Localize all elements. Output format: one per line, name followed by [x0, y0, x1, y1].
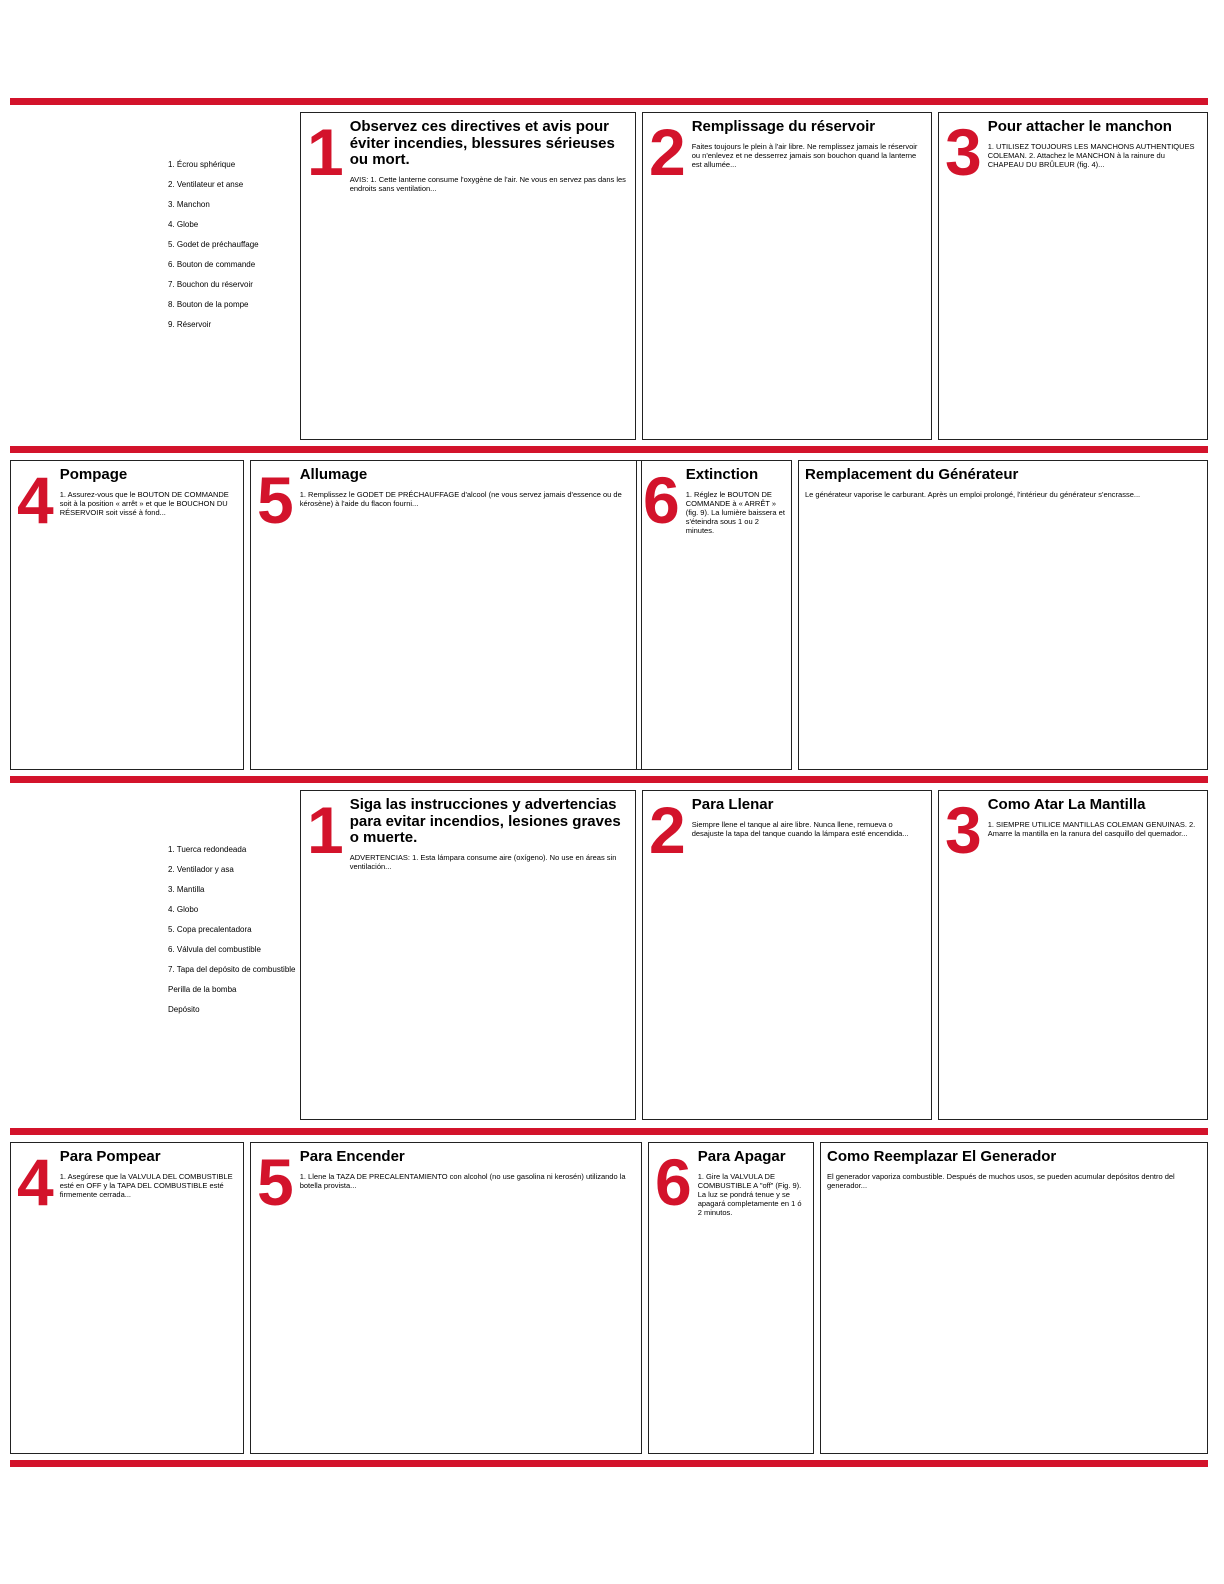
divider: [10, 776, 1208, 783]
divider: [10, 446, 1208, 453]
divider: [10, 1128, 1208, 1135]
divider: [10, 1460, 1208, 1467]
divider: [10, 98, 1208, 105]
